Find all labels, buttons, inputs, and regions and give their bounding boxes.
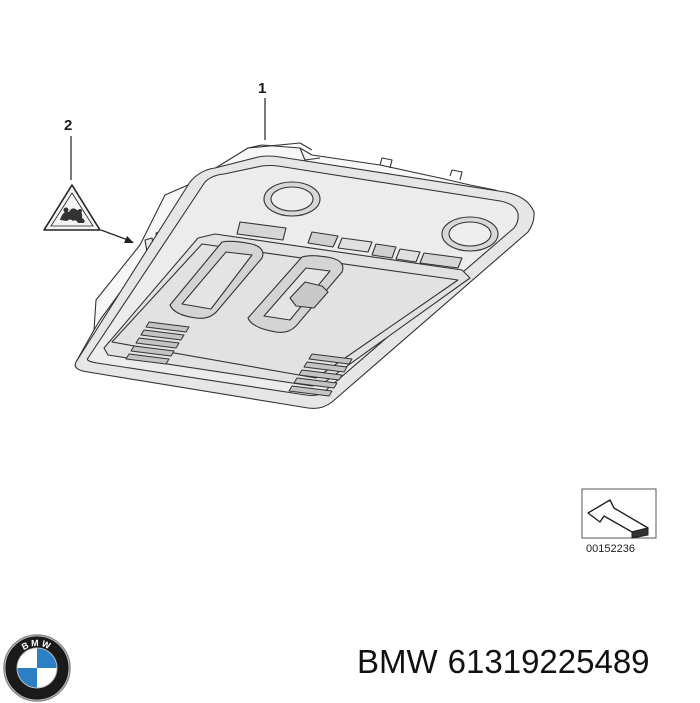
bmw-roundel-logo: BMW bbox=[3, 634, 71, 702]
roof-console-drawing bbox=[74, 142, 535, 409]
callout-1-label: 1 bbox=[258, 80, 266, 97]
warning-triangle-icon bbox=[43, 184, 101, 231]
left-vent-grille bbox=[125, 321, 190, 365]
right-vent-grille bbox=[288, 353, 353, 397]
reference-code: 00152236 bbox=[586, 543, 635, 555]
sticker-pointer-arrow bbox=[100, 229, 134, 243]
part-number: 61319225489 bbox=[447, 643, 650, 680]
brand-name: BMW bbox=[357, 643, 438, 680]
callout-1: 1 bbox=[258, 80, 266, 140]
orientation-arrow-icon bbox=[581, 488, 657, 539]
logo-text: BMW bbox=[20, 638, 52, 652]
part-caption: BMW 61319225489 bbox=[357, 637, 697, 687]
callout-2-label: 2 bbox=[64, 117, 72, 134]
callout-2: 2 bbox=[64, 117, 72, 180]
svg-text:BMW: BMW bbox=[20, 638, 54, 652]
